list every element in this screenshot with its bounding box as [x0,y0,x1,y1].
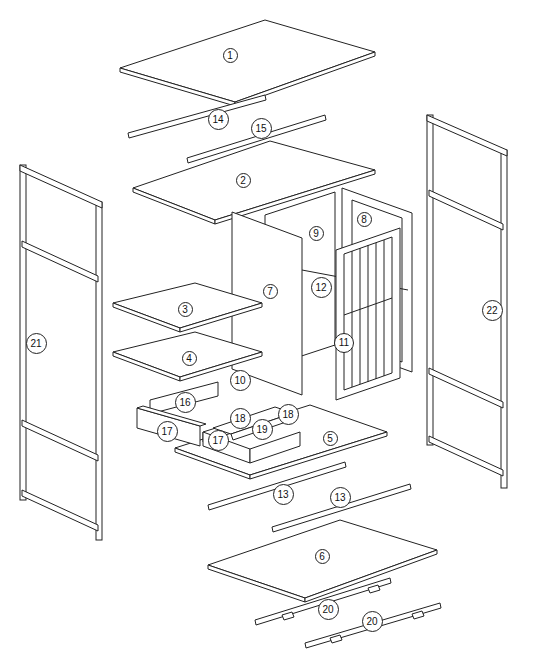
callout-number: 13 [330,487,351,508]
callout-number: 1 [223,48,238,63]
panel-edge [113,303,180,332]
panel-edge [120,68,235,106]
callout-number: 6 [315,549,330,564]
rail [128,95,266,138]
callout-number: 13 [273,484,294,505]
callout-number: 21 [26,333,47,354]
callout-number: 9 [309,226,324,241]
callout-number: 3 [178,302,193,317]
callout-number: 12 [311,277,332,298]
callout-number: 4 [182,351,197,366]
foot-rails [255,578,441,648]
door [336,228,400,400]
left-frame [20,165,102,540]
callout-number: 20 [318,599,339,620]
callout-number: 5 [323,431,338,446]
rail [208,462,346,510]
callout-number: 18 [230,408,251,429]
callout-number: 2 [236,173,251,188]
callout-number: 17 [157,421,178,442]
base-panel [208,520,437,598]
shelf [113,283,262,328]
callout-number: 7 [263,284,278,299]
callout-number: 15 [251,118,272,139]
callout-number: 18 [278,404,299,425]
callout-number: 14 [208,109,229,130]
panel-edge [133,188,215,224]
callout-number: 8 [357,212,372,227]
callout-number: 19 [252,419,273,440]
drawer-parts [137,382,300,463]
callout-number: 22 [482,300,503,321]
panel-edge [208,565,305,602]
callout-number: 10 [230,370,251,391]
callout-number: 17 [208,430,229,451]
callout-number: 20 [362,611,383,632]
callout-number: 11 [334,333,354,353]
top-panel [120,20,375,102]
callout-number: 16 [175,392,196,413]
right-frame [427,115,507,488]
panel-edge [113,352,180,381]
